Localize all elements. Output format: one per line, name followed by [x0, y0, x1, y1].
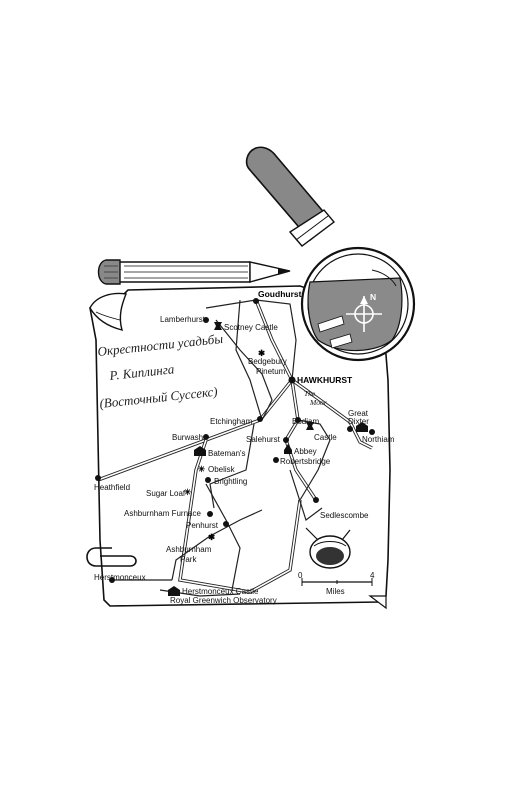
house-icon	[194, 446, 206, 456]
marker-ashburnham-furnace	[207, 511, 213, 517]
label-moor: Moor	[309, 398, 327, 407]
svg-text:✱: ✱	[208, 532, 216, 542]
scale-bar: 0 4 Miles	[298, 571, 375, 596]
pencil-icon	[97, 259, 291, 285]
label-burwash: Burwash	[172, 433, 203, 442]
label-brightling: Brightling	[214, 477, 247, 486]
label-obelisk: Obelisk	[208, 465, 236, 474]
label-robertsbridge: Robertsbridge	[280, 457, 331, 466]
abbey-icon	[284, 444, 292, 454]
label-etchingham: Etchingham	[210, 417, 253, 426]
marker-herstmonceux	[109, 577, 115, 583]
title-line-2: Р. Киплинга	[108, 361, 176, 383]
scale-end: 4	[370, 571, 375, 580]
label-sedlescombe: Sedlescombe	[320, 511, 369, 520]
marker-lamberhurst	[203, 317, 209, 323]
marker-brightling	[205, 477, 211, 483]
castle-icon	[306, 422, 314, 430]
svg-text:✳: ✳	[184, 487, 192, 497]
house-icon	[168, 586, 180, 596]
marker-burwash	[203, 434, 209, 440]
label-batemans: Bateman's	[208, 449, 246, 458]
svg-text:✳: ✳	[198, 464, 206, 474]
tree-icon: ✱	[208, 532, 216, 542]
tree-icon: ✱	[258, 348, 266, 358]
marker-etchingham	[257, 416, 263, 422]
label-penhurst: Penhurst	[186, 521, 219, 530]
compass-north: N	[370, 292, 376, 302]
scale-unit: Miles	[326, 587, 345, 596]
label-northiam: Northiam	[362, 435, 395, 444]
place-labels: Goudhurst Lamberhurst Scotney Castle Bed…	[94, 289, 395, 605]
label-park: Park	[180, 555, 197, 564]
label-lamberhurst: Lamberhurst	[160, 315, 206, 324]
scale-start: 0	[298, 571, 303, 580]
marker-heathfield	[95, 475, 101, 481]
label-bedgebury: Bedgebury	[248, 357, 287, 366]
label-abbey: Abbey	[294, 447, 317, 456]
marker-goudhurst	[253, 298, 259, 304]
label-castle: Castle	[314, 433, 337, 442]
marker-bodiam	[295, 417, 301, 423]
label-ashburnham-furnace: Ashburnham Furnace	[124, 509, 201, 518]
obelisk-icon: ✳	[198, 464, 206, 474]
label-dixter: Dixter	[348, 417, 369, 426]
sugar-loaf-icon: ✳	[184, 487, 192, 497]
paper-clip	[86, 547, 137, 567]
magnifier-icon	[245, 146, 416, 362]
label-observatory: Royal Greenwich Observatory	[170, 596, 277, 605]
marker-penhurst	[223, 521, 229, 527]
label-pinetum: Pinetum	[256, 367, 286, 376]
castle-icon	[214, 322, 222, 330]
label-great: Great	[348, 409, 369, 418]
label-scotney-castle: Scotney Castle	[224, 323, 278, 332]
svg-text:✱: ✱	[258, 348, 266, 358]
marker-hawkhurst	[288, 376, 296, 384]
label-herstmonceux: Herstmonceux	[94, 573, 146, 582]
compass-rose-icon: N	[346, 292, 382, 332]
label-goudhurst: Goudhurst	[258, 289, 302, 299]
label-the: The	[304, 389, 316, 398]
house-icon	[347, 422, 368, 432]
label-heathfield: Heathfield	[94, 483, 130, 492]
marker-salehurst	[283, 437, 289, 443]
marker-sedlescombe	[313, 497, 319, 503]
label-ashburnham: Ashburnham	[166, 545, 212, 554]
place-markers	[95, 298, 375, 583]
label-sugar-loaf: Sugar Loaf	[146, 489, 186, 498]
paper-sheet	[89, 285, 391, 610]
label-salehurst: Salehurst	[246, 435, 281, 444]
label-hawkhurst: HAWKHURST	[297, 375, 353, 385]
label-herstmonceux-castle: Herstmonceux Castle	[182, 587, 259, 596]
marker-northiam	[369, 429, 375, 435]
marker-robertsbridge	[273, 457, 279, 463]
label-bodiam: Bodiam	[292, 417, 319, 426]
beetle-icon	[305, 527, 351, 569]
